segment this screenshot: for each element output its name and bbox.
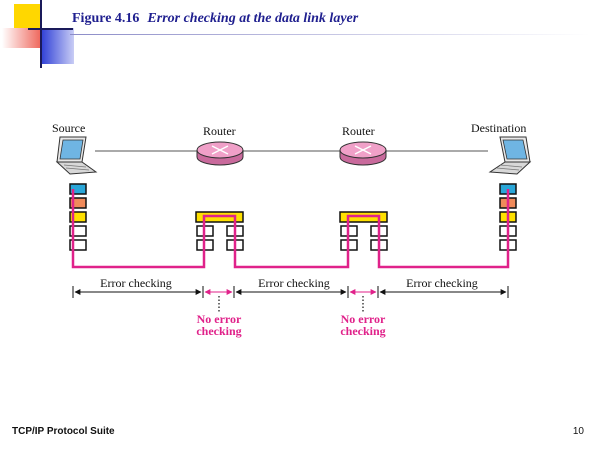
segment-label-3: Error checking [406,276,478,290]
router2-icon [339,141,387,166]
router1-icon [196,141,244,166]
destination-label: Destination [471,121,527,135]
source-label: Source [52,121,86,135]
source-laptop-icon [55,136,98,175]
source-layer-stack [69,183,87,251]
router2-label: Router [342,124,375,138]
footer-course-title: TCP/IP Protocol Suite [12,426,115,437]
no-check-label-1-line1: No error [197,312,242,326]
corner-decoration [0,0,75,68]
no-check-label-2-line1: No error [341,312,386,326]
title-rule [70,34,590,35]
page-number: 10 [572,426,584,437]
data-path [71,189,510,269]
no-check-label-2-line2: checking [340,324,385,338]
router1-label: Router [203,124,236,138]
no-check-label-1-line2: checking [196,324,241,338]
segment-label-1: Error checking [100,276,172,290]
figure-caption: Error checking at the data link layer [147,11,359,26]
destination-laptop-icon [488,136,532,175]
figure-number: Figure 4.16 [72,11,140,26]
slide-title: Figure 4.16 Error checking at the data li… [72,11,358,27]
segment-label-2: Error checking [258,276,330,290]
segment-arrows [72,286,509,312]
